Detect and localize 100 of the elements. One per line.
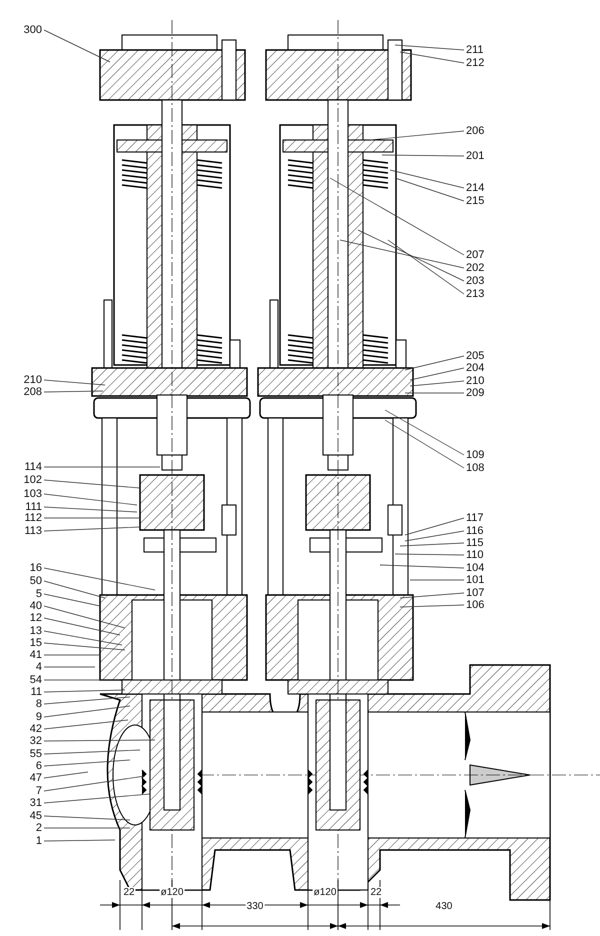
- leader-line: [44, 840, 116, 842]
- leader-line: [44, 760, 130, 766]
- callout-number: 117: [466, 512, 484, 524]
- callout-number: 108: [466, 462, 484, 474]
- callout-number: 210: [0, 374, 42, 386]
- leader-line: [44, 618, 120, 636]
- leader-line: [380, 564, 464, 568]
- leader-line: [400, 592, 464, 598]
- callout-number: 115: [466, 537, 484, 549]
- callout-number: 215: [466, 195, 484, 207]
- callout-number: 41: [0, 649, 42, 661]
- leader-line: [44, 750, 140, 754]
- callout-number: 54: [0, 674, 42, 686]
- dimension-value: ø120: [312, 887, 338, 898]
- leader-line: [44, 706, 130, 718]
- callout-number: 206: [466, 125, 484, 137]
- leader-line: [44, 794, 150, 804]
- callout-number: 209: [466, 387, 484, 399]
- leader-line: [44, 776, 146, 792]
- leader-line: [44, 506, 138, 512]
- callout-number: 213: [466, 288, 484, 300]
- callout-number: 114: [0, 461, 42, 473]
- leader-line: [44, 568, 156, 590]
- leader-line: [44, 642, 126, 650]
- callout-number: 103: [0, 488, 42, 500]
- callout-number: 15: [0, 637, 42, 649]
- callout-number: 205: [466, 350, 484, 362]
- callout-number: 32: [0, 735, 42, 747]
- leader-line: [44, 720, 128, 730]
- leader-line: [400, 604, 464, 608]
- callout-number: 40: [0, 600, 42, 612]
- dimension-value: 22: [122, 887, 136, 898]
- callout-number: 207: [466, 249, 484, 261]
- leader-line: [400, 542, 464, 546]
- leader-line: [44, 390, 104, 392]
- leader-line: [404, 518, 464, 536]
- leader-line: [410, 368, 464, 380]
- leader-line: [44, 630, 122, 646]
- callout-number: 12: [0, 612, 42, 624]
- callout-number: 111: [0, 501, 42, 513]
- callout-number: 7: [0, 785, 42, 797]
- callout-number: 102: [0, 474, 42, 486]
- leader-line: [44, 580, 106, 598]
- leader-line: [44, 380, 106, 386]
- leader-line: [358, 230, 464, 282]
- leader-line: [44, 494, 138, 506]
- leader-line: [394, 554, 464, 556]
- callout-number: 6: [0, 760, 42, 772]
- callout-number: 116: [466, 525, 484, 537]
- callout-number: 208: [0, 386, 42, 398]
- dimension-value: 430: [434, 901, 454, 912]
- callout-number: 106: [466, 599, 484, 611]
- leader-line: [44, 466, 160, 468]
- leader-line: [44, 480, 140, 488]
- leader-line: [390, 170, 464, 188]
- leader-line: [404, 356, 464, 370]
- callout-number: 214: [466, 182, 484, 194]
- leader-line: [44, 740, 156, 742]
- callout-number: 210: [466, 375, 484, 387]
- leader-line: [384, 410, 464, 456]
- leader-line: [388, 240, 464, 294]
- callout-number: 55: [0, 748, 42, 760]
- leader-line: [44, 606, 126, 628]
- leader-line: [394, 44, 464, 50]
- leader-line: [44, 690, 126, 692]
- leader-line: [340, 240, 464, 268]
- leader-line: [382, 154, 464, 156]
- callout-number: 104: [466, 562, 484, 574]
- dimension-value: 330: [246, 901, 264, 912]
- leader-line: [44, 526, 140, 532]
- callout-number: 8: [0, 698, 42, 710]
- callout-number: 112: [0, 512, 42, 524]
- callout-number: 16: [0, 562, 42, 574]
- callout-number: 107: [466, 587, 484, 599]
- leader-line: [394, 178, 464, 202]
- callout-number: 5: [0, 588, 42, 600]
- callout-number: 13: [0, 625, 42, 637]
- leader-line: [44, 772, 88, 778]
- leader-line: [404, 530, 464, 542]
- callout-number: 4: [0, 661, 42, 673]
- callout-number: 109: [466, 449, 484, 461]
- callout-number: 203: [466, 275, 484, 287]
- callout-number: 204: [466, 362, 484, 374]
- callout-number: 212: [466, 57, 484, 69]
- leader-line: [404, 392, 464, 394]
- leader-line: [44, 696, 130, 704]
- callout-number: 31: [0, 797, 42, 809]
- leader-line: [400, 52, 464, 64]
- leader-line: [330, 178, 464, 256]
- leader-line: [44, 666, 96, 668]
- callout-number: 45: [0, 810, 42, 822]
- callout-number: 47: [0, 772, 42, 784]
- leader-line: [44, 654, 100, 656]
- leader-line: [44, 30, 110, 62]
- callout-number: 300: [0, 24, 42, 36]
- callout-number: 2: [0, 822, 42, 834]
- callout-number: 50: [0, 575, 42, 587]
- callout-number: 11: [0, 686, 42, 698]
- dimension-value: ø120: [160, 887, 184, 898]
- callout-number: 211: [466, 44, 484, 56]
